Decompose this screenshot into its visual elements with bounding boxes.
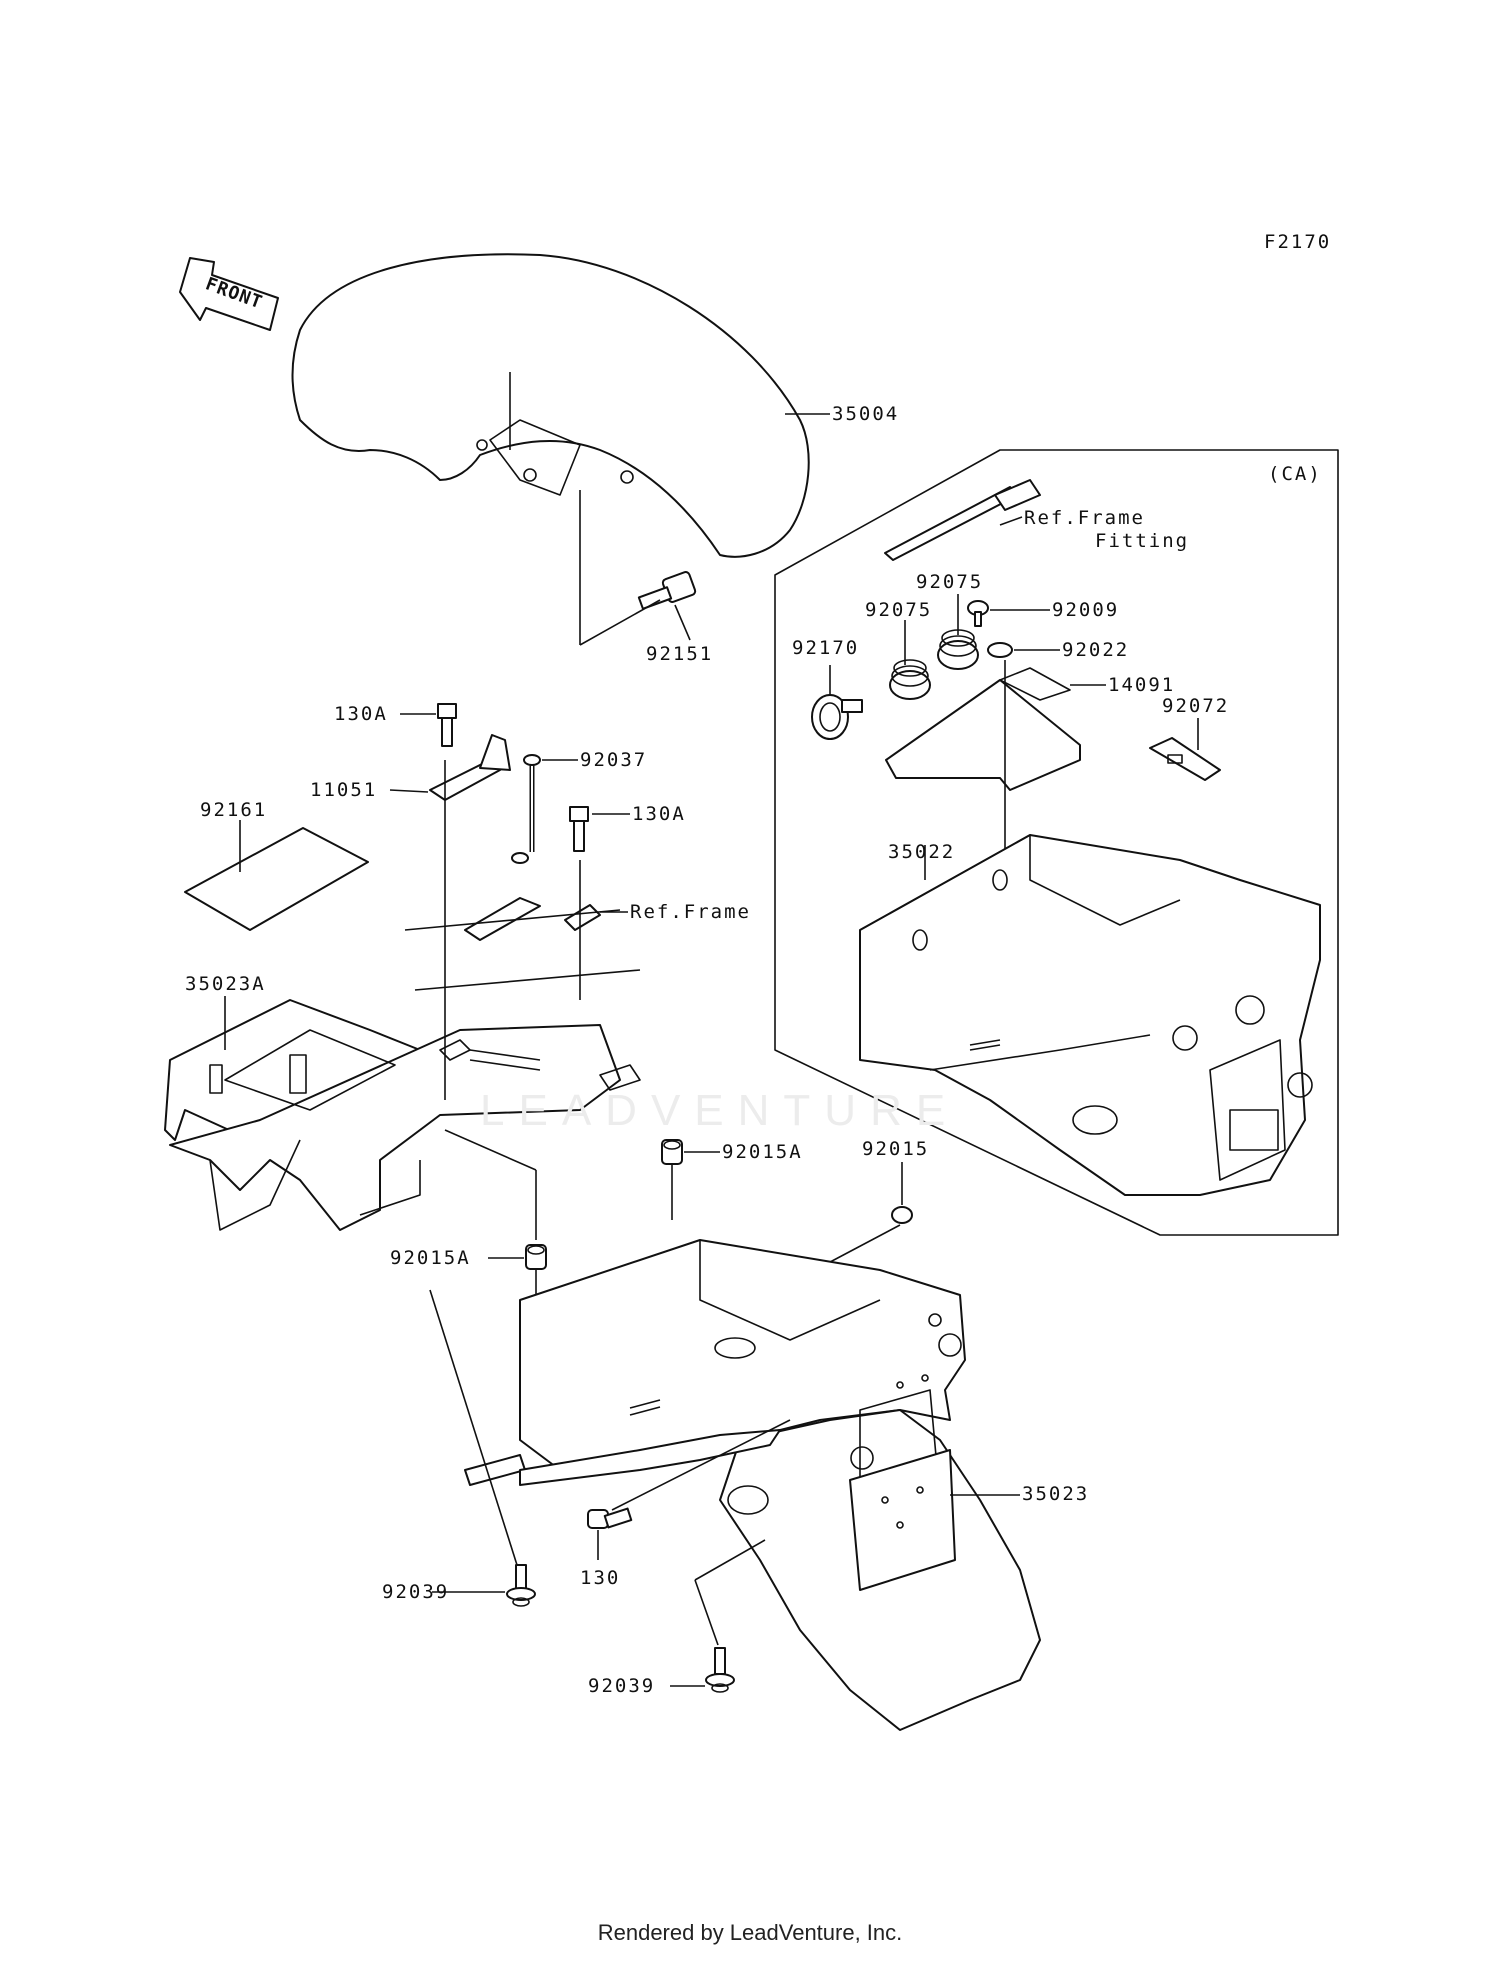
callout-ref-frame: Ref.Frame [630,901,751,923]
washer-92022 [987,642,1013,658]
rivet-92039-left [506,1564,536,1607]
callout-130A-mid: 130A [632,803,686,825]
callout-92015: 92015 [862,1138,929,1160]
callout-130A-top: 130A [334,703,388,725]
callout-35022: 35022 [888,841,955,863]
callout-92037: 92037 [580,749,647,771]
bolt-130A-top [437,703,457,747]
stay-92037 [511,754,541,864]
frame-mount-plates [404,897,641,991]
callout-92151: 92151 [646,643,713,665]
callout-92039-bottom: 92039 [588,1675,655,1697]
callout-92009: 92009 [1052,599,1119,621]
grommet-92015A-right [661,1139,683,1165]
callout-35023: 35023 [1022,1483,1089,1505]
washer-92015 [891,1206,913,1224]
rear-fender-35022 [859,834,1321,1196]
clamp-92170 [811,694,863,740]
callout-92022: 92022 [1062,639,1129,661]
callout-35004: 35004 [832,403,899,425]
callout-11051: 11051 [310,779,377,801]
callout-92075b: 92075 [916,571,983,593]
rivet-92039-bottom [705,1647,735,1693]
grommet-92075b [937,629,979,670]
callout-ref-frame-fitting-line2: Fitting [1095,530,1189,552]
bolt-130 [587,1507,633,1529]
battery-case-35023A [164,999,641,1231]
callout-92170: 92170 [792,637,859,659]
grommet-92015A-left [525,1244,547,1270]
callout-92075a: 92075 [865,599,932,621]
callout-130: 130 [580,1567,620,1589]
callout-35023A: 35023A [185,973,266,995]
front-arrow-icon: FRONT [179,257,279,331]
screw-92009 [967,600,989,627]
bracket-92072 [1149,737,1221,781]
callout-92072: 92072 [1162,695,1229,717]
frame-fitting-strip [884,479,1041,561]
front-fender [291,253,810,558]
sheet-92161 [184,827,369,931]
footer-credit: Rendered by LeadVenture, Inc. [597,1920,903,1945]
callout-ref-frame-fitting-line1: Ref.Frame [1024,507,1145,529]
ca-box-label: (CA) [1268,463,1322,485]
callout-92015A-left: 92015A [390,1247,471,1269]
callout-92039-left: 92039 [382,1581,449,1603]
grommet-92075a [889,659,931,700]
bolt-92151 [637,571,697,610]
rear-fender-35023 [464,1239,1041,1731]
diagram-code: F2170 [1264,231,1331,253]
callout-14091: 14091 [1108,674,1175,696]
bolt-130A-mid [569,806,589,852]
bracket-14091 [885,667,1081,791]
callout-92015A-right: 92015A [722,1141,803,1163]
ca-variant-box [774,449,1339,1236]
watermark: LEADVENTURE [480,1086,960,1135]
callout-92161: 92161 [200,799,267,821]
bracket-11051 [429,734,511,801]
